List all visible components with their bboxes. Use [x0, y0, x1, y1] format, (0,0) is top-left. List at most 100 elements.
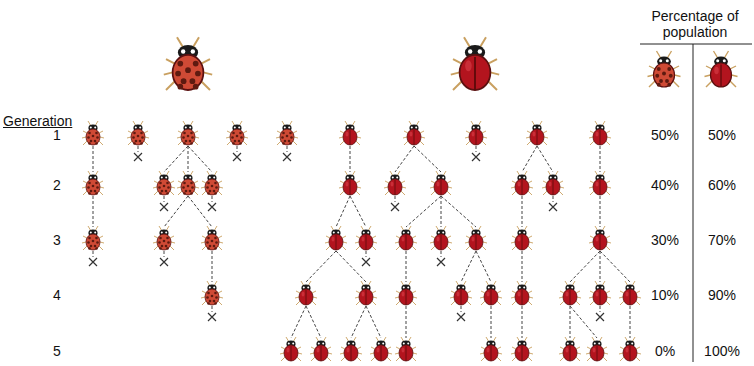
- leg: [576, 301, 580, 305]
- head-spot: [438, 177, 440, 179]
- spot: [657, 83, 661, 87]
- head-spot: [478, 49, 482, 53]
- body: [181, 129, 195, 145]
- leg: [431, 236, 435, 238]
- leg: [298, 353, 302, 354]
- leg: [589, 242, 593, 243]
- leg: [450, 297, 454, 298]
- spot: [95, 132, 98, 135]
- shine: [596, 237, 599, 242]
- spot: [166, 192, 169, 195]
- leg: [340, 181, 344, 183]
- head-spot: [473, 232, 475, 234]
- head-spot: [403, 343, 405, 345]
- body: [590, 345, 604, 361]
- spot: [662, 72, 666, 76]
- leg: [636, 347, 640, 349]
- body: [86, 234, 100, 250]
- body: [546, 179, 560, 195]
- plain-ladybug: [480, 337, 502, 361]
- leg: [178, 191, 182, 195]
- leg: [412, 246, 416, 250]
- leg: [164, 72, 173, 74]
- spot: [159, 237, 162, 240]
- head-spot: [288, 343, 290, 345]
- leg: [560, 301, 564, 305]
- leg: [99, 141, 103, 145]
- leg: [218, 236, 222, 238]
- body: [399, 345, 413, 361]
- shine: [626, 292, 629, 297]
- lineage-line: [570, 251, 600, 282]
- lineage-line: [212, 306, 213, 312]
- spot: [90, 190, 93, 193]
- leg: [243, 131, 247, 133]
- spot: [96, 186, 99, 189]
- leg: [620, 347, 624, 349]
- leg: [401, 181, 405, 183]
- shine: [714, 67, 719, 75]
- leg: [356, 141, 360, 145]
- plain-ladybug: [465, 226, 487, 250]
- leg: [512, 246, 516, 250]
- head-spot: [94, 127, 96, 129]
- spot: [206, 241, 209, 244]
- spot: [213, 190, 216, 193]
- leg: [482, 246, 486, 250]
- spot: [240, 136, 243, 139]
- head-spot: [213, 177, 215, 179]
- plain-ladybug: [325, 226, 347, 250]
- leg: [420, 131, 424, 133]
- spot: [667, 83, 671, 87]
- head-spot: [597, 287, 599, 289]
- wing-seam: [570, 290, 571, 305]
- lineage-line: [461, 251, 476, 282]
- head-spot: [477, 232, 479, 234]
- head-spot: [234, 127, 236, 129]
- leg: [280, 353, 284, 354]
- leg: [673, 66, 679, 69]
- body: [515, 289, 529, 305]
- leg: [637, 297, 641, 298]
- plain-ladybug: [511, 226, 533, 250]
- leg: [396, 357, 400, 361]
- head-spot: [191, 49, 195, 53]
- leg: [99, 236, 103, 238]
- leg: [560, 187, 564, 188]
- percentage-cell: 40%: [651, 177, 679, 193]
- leg: [297, 347, 301, 349]
- leg: [356, 291, 360, 293]
- body: [329, 234, 343, 250]
- body: [593, 129, 607, 145]
- leg: [201, 81, 210, 90]
- head-spot: [458, 287, 460, 289]
- leg: [607, 187, 611, 188]
- lineage-line: [395, 146, 414, 172]
- body: [388, 179, 402, 195]
- death-mark: [391, 203, 399, 211]
- head-spot: [322, 343, 324, 345]
- spotted-ladybug: [648, 51, 681, 87]
- head-spot: [716, 59, 719, 62]
- spot: [207, 292, 210, 295]
- leg: [194, 141, 198, 145]
- spot: [87, 241, 90, 244]
- body: [563, 345, 577, 361]
- leg: [606, 131, 610, 133]
- spot: [90, 245, 93, 248]
- spot: [92, 185, 95, 188]
- spot: [209, 190, 212, 193]
- shine: [346, 132, 349, 137]
- leg: [481, 357, 485, 361]
- leg: [178, 131, 182, 133]
- leg: [404, 141, 408, 145]
- death-mark: [437, 258, 445, 266]
- leg: [482, 141, 486, 145]
- plain-ladybug: [384, 171, 406, 195]
- leg: [202, 191, 206, 195]
- leg: [577, 297, 581, 298]
- wing-seam: [474, 57, 476, 90]
- head-spot: [534, 127, 536, 129]
- spot: [238, 140, 241, 143]
- leg: [219, 297, 223, 298]
